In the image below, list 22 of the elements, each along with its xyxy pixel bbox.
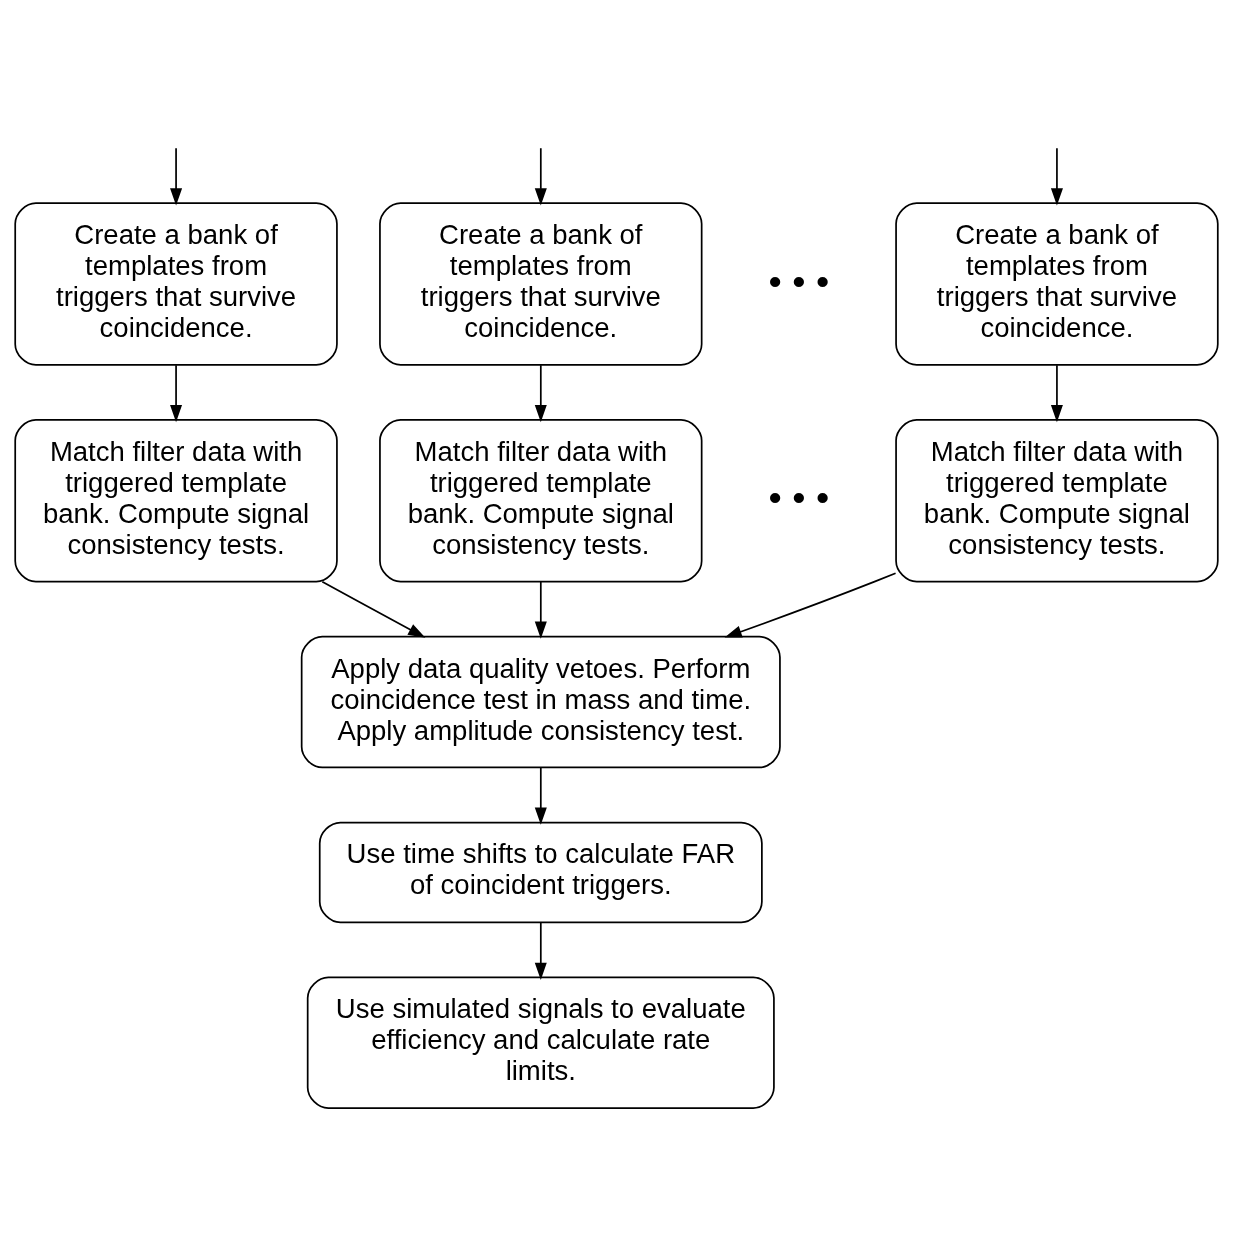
- node-box: Create a bank of templates from triggers that survive coincidence.: [379, 201, 703, 366]
- node-box: Match filter data with triggered template bank. Compute signal consistency tests.: [895, 418, 1219, 583]
- node-box: Match filter data with triggered template bank. Compute signal consistency tests.: [379, 418, 703, 583]
- node-box: Use simulated signals to evaluate efficiency and calculate rate limits.: [306, 976, 775, 1109]
- arrow: [724, 571, 897, 638]
- arrow: [321, 580, 426, 638]
- node-box: Match filter data with triggered template bank. Compute signal consistency tests.: [14, 418, 338, 583]
- arrow: [534, 580, 547, 639]
- label: • • •: [768, 475, 830, 518]
- arrow: [534, 363, 547, 422]
- node-box: Apply data quality vetoes. Perform coincidence test in mass and time. Apply amplitude consistency test.: [300, 635, 781, 768]
- arrow: [534, 766, 547, 825]
- arrow: [534, 146, 547, 206]
- arrow: [1050, 146, 1063, 206]
- node-box: Create a bank of templates from triggers that survive coincidence.: [895, 201, 1219, 366]
- node-box: Use time shifts to calculate FAR of coincident triggers.: [318, 821, 763, 923]
- arrow: [170, 146, 183, 206]
- arrow: [534, 921, 547, 980]
- label: • • •: [768, 259, 830, 302]
- arrow: [170, 363, 183, 422]
- arrow: [1050, 363, 1063, 422]
- node-box: Create a bank of templates from triggers that survive coincidence.: [14, 201, 338, 366]
